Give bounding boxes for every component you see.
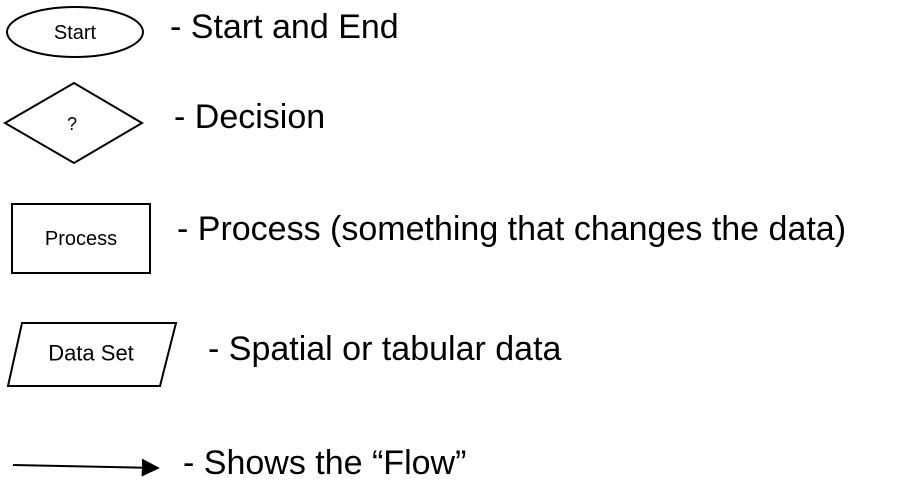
process-shape-label: Process — [45, 228, 117, 250]
data-set-parallelogram-shape — [6, 322, 178, 387]
legend-item-flow: - Shows the “Flow” — [12, 444, 466, 482]
data-set-description: - Spatial or tabular data — [208, 330, 562, 368]
data-set-shape-label: Data Set — [48, 341, 134, 366]
decision-description: - Decision — [174, 98, 325, 136]
process-description: - Process (something that changes the da… — [177, 210, 846, 248]
flow-description: - Shows the “Flow” — [183, 444, 466, 482]
process-rectangle-shape — [11, 203, 151, 274]
terminator-ellipse-shape — [6, 6, 144, 58]
legend-item-data-set: Data Set - Spatial or tabular data — [6, 322, 562, 387]
legend-item-start-end: Start - Start and End — [6, 6, 399, 58]
flow-arrow-shape — [12, 458, 160, 477]
decision-shape-label: ? — [67, 114, 77, 134]
decision-diamond-shape — [3, 81, 144, 165]
terminator-shape-label: Start — [54, 22, 97, 44]
legend-item-decision: ? - Decision — [3, 81, 325, 165]
legend-item-process: Process - Process (something that change… — [11, 203, 846, 274]
terminator-description: - Start and End — [170, 8, 399, 46]
